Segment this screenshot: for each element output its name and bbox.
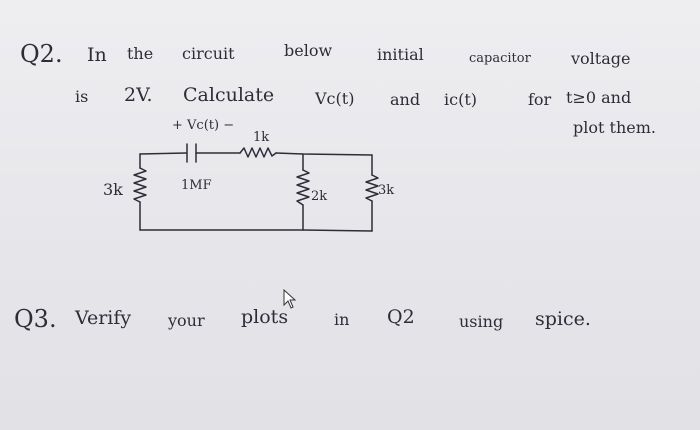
q2-text: initial bbox=[377, 45, 424, 64]
resistor-2k-mid bbox=[296, 169, 310, 206]
q2-text: voltage bbox=[571, 49, 631, 68]
q2-text: circuit bbox=[182, 44, 235, 63]
q2-text: the bbox=[127, 44, 154, 63]
q2-text: Vc(t) bbox=[315, 89, 355, 108]
q3-text: your bbox=[168, 311, 205, 330]
resistor-3k-left bbox=[133, 167, 147, 203]
wire bbox=[139, 229, 373, 232]
q2-text: for bbox=[528, 90, 552, 109]
wire bbox=[275, 152, 373, 156]
capacitor-polarity-label: + Vc(t) − bbox=[172, 118, 235, 133]
wire bbox=[139, 152, 187, 155]
resistor-mid-label: 2k bbox=[311, 189, 328, 204]
q3-text: Verify bbox=[75, 307, 132, 329]
q3-text: spice. bbox=[535, 308, 591, 330]
q2-text: t≥0 and bbox=[566, 88, 632, 107]
resistor-right-label: 3k bbox=[378, 183, 395, 198]
resistor-1k-top bbox=[239, 147, 277, 158]
q3-text: Q2 bbox=[387, 306, 415, 328]
q2-text: is bbox=[75, 87, 89, 106]
q2-text: Calculate bbox=[183, 84, 275, 106]
q2-text: below bbox=[284, 41, 333, 60]
q3-text: in bbox=[334, 310, 350, 329]
resistor-top-label: 1k bbox=[253, 130, 270, 145]
q2-text: plot them. bbox=[573, 118, 656, 137]
resistor-left-label: 3k bbox=[103, 180, 123, 199]
q3-number: Q3. bbox=[14, 305, 57, 333]
q2-text: capacitor bbox=[469, 51, 531, 66]
q2-text: In bbox=[87, 44, 107, 66]
q2-text: and bbox=[390, 90, 421, 109]
resistor-3k-right bbox=[365, 174, 379, 202]
q2-text: ic(t) bbox=[444, 90, 477, 109]
q2-number: Q2. bbox=[20, 40, 63, 68]
q2-text: 2V. bbox=[124, 84, 153, 106]
capacitor-value-label: 1MF bbox=[181, 178, 212, 193]
q3-text: plots bbox=[241, 306, 289, 328]
mouse-cursor-icon bbox=[283, 289, 297, 309]
q3-text: using bbox=[459, 312, 504, 331]
